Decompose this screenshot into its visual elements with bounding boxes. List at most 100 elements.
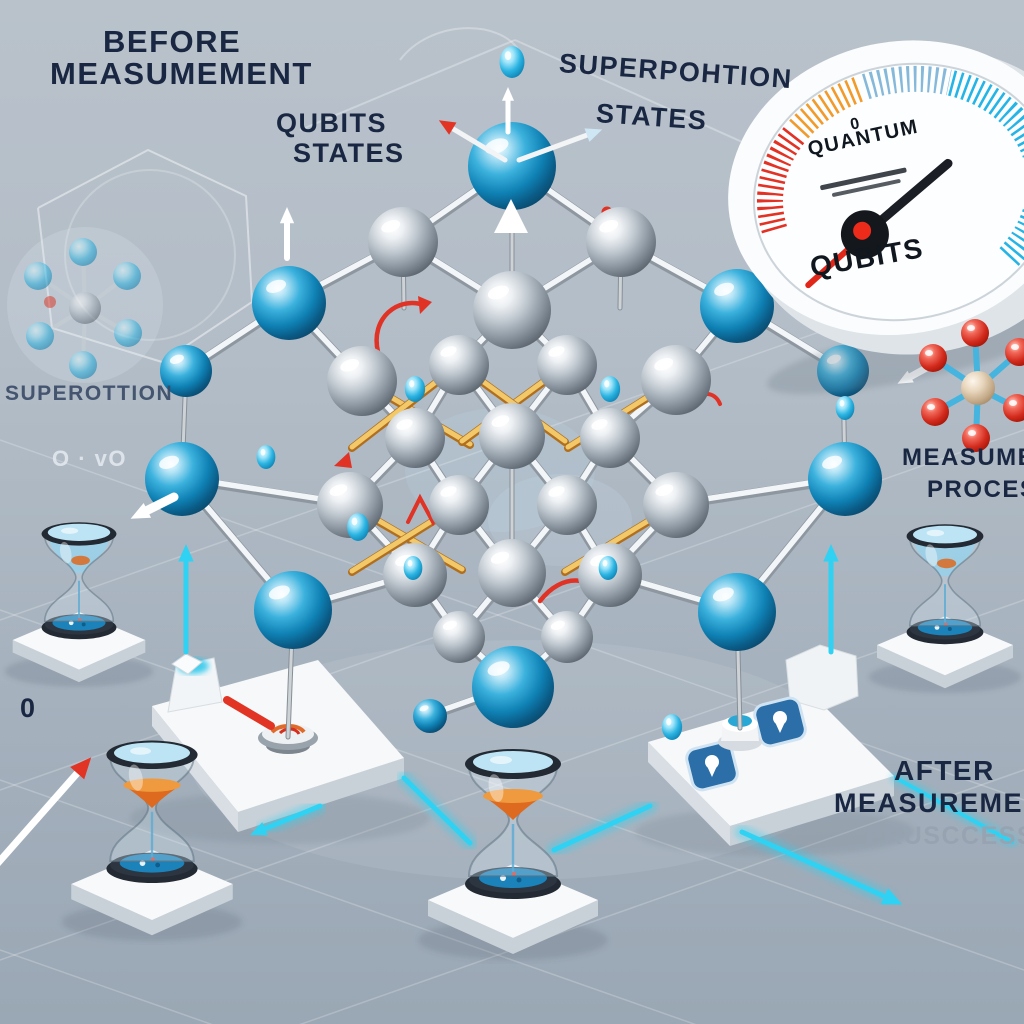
- droplet-highlight: [504, 51, 512, 61]
- sphere-highlight: [487, 285, 509, 300]
- rim-glint: [61, 527, 79, 534]
- rim-glint: [926, 529, 945, 537]
- sphere-highlight: [329, 484, 348, 497]
- qubit-tile: [685, 740, 739, 792]
- red-head-small: [334, 452, 352, 468]
- silver-sphere: [580, 408, 640, 468]
- floor-grid-line: [0, 779, 697, 1024]
- sphere-highlight: [440, 346, 457, 357]
- sphere-highlight: [169, 354, 184, 364]
- sphere-highlight: [381, 220, 401, 233]
- molecule-red-ball: [1005, 338, 1024, 366]
- ball-highlight: [1011, 344, 1019, 350]
- molecule-blue-ball: [69, 238, 97, 266]
- molecule-red-dot: [44, 296, 56, 308]
- faint-circle: [64, 169, 236, 341]
- right-platform-side: [648, 742, 730, 846]
- sphere-highlight: [591, 419, 608, 430]
- apex-ray-right-head: [584, 128, 603, 142]
- rim-glint: [130, 747, 152, 755]
- cyan-floor-line-3-shaft: [894, 776, 1014, 844]
- sphere-highlight: [714, 282, 734, 296]
- silver-sphere: [429, 475, 489, 535]
- cyan-up-arrow-left-head: [178, 544, 194, 562]
- sphere-highlight: [440, 486, 457, 497]
- ball-highlight: [925, 350, 933, 356]
- molecule-center: [961, 371, 995, 405]
- sphere-highlight: [599, 220, 619, 233]
- pedestal-front: [428, 900, 598, 954]
- cyan-floor-line-2-shaft: [551, 803, 653, 853]
- gauge-fine-print: [832, 179, 901, 197]
- cyan-floor-arrow-right-shaft: [739, 829, 891, 901]
- red-arrow-bottom-left: [0, 757, 92, 866]
- hourglass-orange-bits: [937, 558, 957, 569]
- big-up-triangle: [494, 199, 528, 233]
- right-platform: [648, 694, 894, 846]
- sphere-highlight: [490, 551, 510, 564]
- rim-glint: [490, 756, 512, 764]
- chevron-left-head: [130, 502, 152, 519]
- silver-sphere: [541, 611, 593, 663]
- pin-icon: [775, 722, 785, 733]
- sphere-highlight: [487, 661, 510, 676]
- silver-sphere: [537, 335, 597, 395]
- blue-sphere: [252, 266, 326, 340]
- red-head-small: [334, 452, 352, 468]
- silver-sphere: [641, 345, 711, 415]
- gauge-dial: [752, 62, 1024, 322]
- red-squiggle-1: [374, 300, 427, 355]
- blue-sphere: [472, 646, 554, 728]
- apex-ray-left: [438, 120, 508, 163]
- hourglass-top-inner: [913, 525, 977, 544]
- cyan-droplet: [661, 714, 683, 740]
- cyan-floor-arrow-right: [734, 824, 903, 906]
- molecule-red-ball: [1003, 394, 1024, 422]
- red-molecule: [919, 319, 1024, 452]
- sphere-highlight: [268, 585, 290, 600]
- silver-sphere: [433, 611, 485, 663]
- cyan-up-arrow-right-head: [823, 544, 839, 562]
- glass-highlight: [925, 544, 938, 567]
- cyan-floor-arrow-left-shaft: [259, 803, 323, 833]
- hourglass-bottom-pool: [119, 853, 185, 873]
- droplet-highlight: [602, 559, 608, 567]
- pin-icon: [707, 766, 717, 777]
- glass-highlight: [59, 541, 72, 564]
- silver-sphere: [479, 403, 545, 469]
- hourglass-right: [869, 524, 1021, 693]
- silver-sphere: [385, 408, 445, 468]
- sphere-highlight: [548, 346, 565, 357]
- hourglass-bottom-pool: [52, 615, 106, 631]
- cyan-up-arrow-left: [178, 544, 194, 660]
- hourglass-sand-top: [123, 778, 181, 792]
- cyan-floor-line-2: [546, 798, 658, 858]
- droplet-highlight: [839, 399, 845, 407]
- red-arrow-bottom-left-shaft: [0, 766, 84, 866]
- glass-highlight: [128, 764, 143, 791]
- pool-speck: [155, 862, 161, 868]
- droplet-highlight: [407, 559, 413, 567]
- hourglass-glass: [908, 536, 982, 627]
- hourglass-top-liquid: [914, 541, 976, 577]
- up-arrow-left: [279, 207, 295, 261]
- cyan-up-arrow-right: [823, 544, 839, 660]
- hourglass-glass: [43, 534, 115, 623]
- hourglass-bottom-pool: [917, 619, 973, 636]
- up-arrow-left-head: [279, 207, 295, 224]
- cyan-droplet: [404, 376, 426, 402]
- hourglass-sand-top: [483, 789, 543, 803]
- silver-sphere: [586, 207, 656, 277]
- floor-grid-line: [0, 949, 213, 1024]
- red-arrow-bottom-left-head: [70, 757, 92, 780]
- silver-sphere: [429, 335, 489, 395]
- hourglass-left: [4, 522, 154, 687]
- silver-sphere: [478, 539, 546, 607]
- sphere-highlight: [159, 455, 179, 469]
- silver-sphere: [473, 271, 551, 349]
- molecule-red-ball: [921, 398, 949, 426]
- pin-icon: [705, 755, 719, 769]
- red-paint-stroke: [223, 696, 275, 730]
- left-platform-side: [152, 706, 238, 832]
- right-platform-top: [648, 694, 894, 826]
